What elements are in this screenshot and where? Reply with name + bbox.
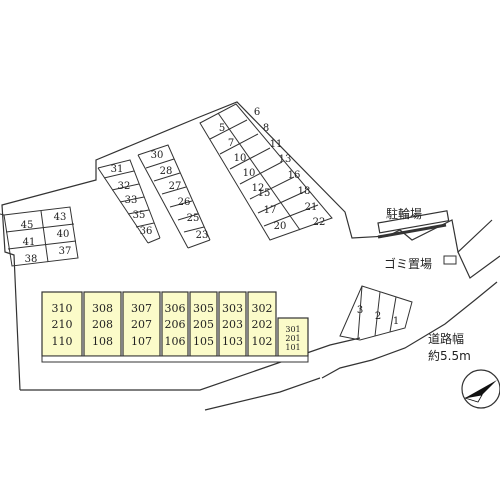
road-edge-inner bbox=[321, 281, 498, 379]
apartment-unit: 303 203 103 bbox=[218, 291, 247, 357]
parking-space-number: 5 bbox=[219, 123, 225, 134]
apartment-unit: 308 208 108 bbox=[83, 291, 122, 357]
parking-space-number: 22 bbox=[313, 217, 326, 228]
building-base bbox=[41, 355, 309, 363]
apartment-unit-box bbox=[218, 291, 247, 357]
apartment-unit-number: 106 bbox=[165, 335, 186, 348]
parking-space-number: 26 bbox=[178, 197, 191, 208]
garbage-area-box bbox=[443, 255, 457, 265]
site-boundary-lower bbox=[20, 337, 361, 391]
parking-space-number: 20 bbox=[274, 221, 287, 232]
apartment-unit-number: 205 bbox=[193, 318, 214, 331]
parking-space-number: 1 bbox=[393, 316, 399, 327]
road-edge-outer bbox=[204, 377, 321, 411]
parking-space-number: 16 bbox=[288, 170, 301, 181]
parking-block-30-23 bbox=[137, 144, 211, 249]
apartment-unit-number: 110 bbox=[52, 335, 73, 348]
north-arrow-icon bbox=[461, 369, 500, 409]
parking-space-number: 30 bbox=[151, 150, 164, 161]
parking-space-number: 18 bbox=[298, 186, 311, 197]
apartment-unit-number: 210 bbox=[52, 318, 73, 331]
road-boundary-right bbox=[457, 251, 500, 279]
apartment-unit-number: 203 bbox=[222, 318, 243, 331]
apartment-unit: 306 206 106 bbox=[161, 291, 189, 357]
parking-space-number: 43 bbox=[54, 212, 67, 223]
parking-space-number: 36 bbox=[140, 226, 153, 237]
parking-space-number: 13 bbox=[279, 154, 292, 165]
parking-space-number: 11 bbox=[270, 139, 283, 150]
apartment-unit-box bbox=[189, 291, 218, 357]
road-width-value: 約5.5m bbox=[428, 348, 471, 363]
apartment-unit: 307 207 107 bbox=[122, 291, 161, 357]
parking-space-number: 2 bbox=[375, 311, 381, 322]
apartment-unit: 305 205 105 bbox=[189, 291, 218, 357]
parking-space-number: 23 bbox=[196, 230, 209, 241]
apartment-unit-number: 301 bbox=[285, 325, 300, 334]
apartment-unit-number: 206 bbox=[165, 318, 186, 331]
apartment-unit-number: 201 bbox=[285, 334, 300, 343]
parking-space-number: 3 bbox=[357, 305, 363, 316]
apartment-unit-number: 202 bbox=[252, 318, 273, 331]
apartment-unit-number: 302 bbox=[252, 302, 273, 315]
apartment-unit-box bbox=[83, 291, 122, 357]
parking-space-number: 10 bbox=[234, 153, 247, 164]
parking-space-number: 6 bbox=[254, 107, 260, 118]
apartment-unit: 302 202 102 bbox=[247, 291, 277, 357]
parking-block-45-37 bbox=[0, 206, 79, 267]
bicycle-parking-structure bbox=[377, 210, 450, 234]
parking-space-number: 31 bbox=[111, 164, 124, 175]
parking-space-number: 32 bbox=[118, 181, 131, 192]
apartment-unit-number: 310 bbox=[52, 302, 73, 315]
parking-space-number: 21 bbox=[305, 202, 318, 213]
parking-space-number: 33 bbox=[125, 195, 138, 206]
parking-space-number: 38 bbox=[25, 254, 38, 265]
apartment-unit-number: 303 bbox=[222, 302, 243, 315]
garbage-area-label: ゴミ置場 bbox=[384, 256, 432, 271]
apartment-unit-number: 102 bbox=[252, 335, 273, 348]
site-boundary bbox=[1, 101, 493, 391]
apartment-unit-number: 101 bbox=[285, 343, 300, 352]
bicycle-parking-label: 駐輪場 bbox=[386, 206, 422, 221]
apartment-unit-number: 108 bbox=[92, 335, 113, 348]
parking-block-31-36 bbox=[97, 159, 161, 244]
parking-space-number: 17 bbox=[264, 205, 277, 216]
apartment-unit-number: 103 bbox=[222, 335, 243, 348]
parking-space-number: 10 bbox=[243, 168, 256, 179]
parking-space-number: 8 bbox=[263, 123, 269, 134]
parking-space-number: 15 bbox=[258, 188, 271, 199]
parking-space-number: 12 bbox=[252, 183, 265, 194]
apartment-unit-number: 308 bbox=[92, 302, 113, 315]
apartment-unit-number: 107 bbox=[131, 335, 152, 348]
apartment-unit: 310 210 110 bbox=[41, 291, 83, 357]
parking-block-5-22 bbox=[199, 103, 333, 241]
parking-space-number: 37 bbox=[59, 246, 72, 257]
apartment-unit-number: 207 bbox=[131, 318, 152, 331]
apartment-unit-number: 306 bbox=[165, 302, 186, 315]
apartment-unit-box bbox=[277, 317, 309, 357]
apartment-building: 310 210 110 308 208 108 307 207 107 306 206 106 305 2… bbox=[41, 291, 309, 357]
apartment-unit-number: 305 bbox=[193, 302, 214, 315]
parking-space-number: 25 bbox=[187, 213, 200, 224]
bicycle-parking-roof bbox=[377, 223, 447, 239]
parking-space-number: 45 bbox=[21, 220, 34, 231]
road-width-label: 道路幅 bbox=[428, 331, 464, 346]
apartment-unit-box bbox=[161, 291, 189, 357]
parking-space-number: 7 bbox=[228, 138, 234, 149]
parking-space-number: 40 bbox=[57, 229, 70, 240]
apartment-unit-number: 105 bbox=[193, 335, 214, 348]
parking-space-number: 41 bbox=[23, 237, 36, 248]
apartment-unit-number: 208 bbox=[92, 318, 113, 331]
apartment-unit-box bbox=[247, 291, 277, 357]
parking-space-number: 27 bbox=[169, 181, 182, 192]
parking-space-number: 35 bbox=[133, 210, 146, 221]
parking-space-number: 28 bbox=[160, 166, 173, 177]
parking-block-3-1 bbox=[339, 285, 413, 341]
apartment-unit-number: 307 bbox=[131, 302, 152, 315]
